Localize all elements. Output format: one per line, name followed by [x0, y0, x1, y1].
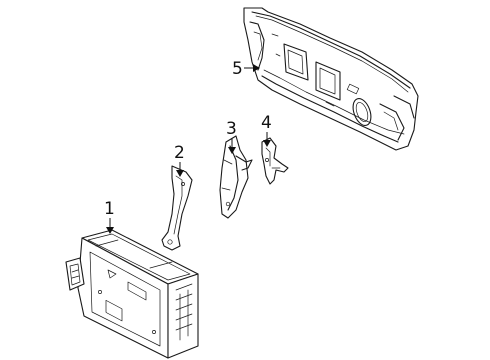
callout-3: 3 — [226, 119, 237, 154]
control-module-part-1 — [65, 229, 199, 359]
callout-5: 5 — [232, 59, 260, 79]
callout-4: 4 — [261, 113, 272, 147]
rear-panel-part-5 — [243, 7, 419, 151]
callout-label-1: 1 — [104, 199, 115, 219]
callout-2: 2 — [174, 143, 185, 177]
callout-label-4: 4 — [261, 113, 272, 133]
callout-label-2: 2 — [174, 143, 185, 163]
bracket-part-2 — [161, 165, 193, 251]
callout-1: 1 — [104, 199, 115, 234]
callout-label-3: 3 — [226, 119, 237, 139]
callout-label-5: 5 — [232, 59, 243, 79]
bracket-part-3 — [219, 135, 253, 219]
bracket-part-4 — [261, 137, 289, 185]
